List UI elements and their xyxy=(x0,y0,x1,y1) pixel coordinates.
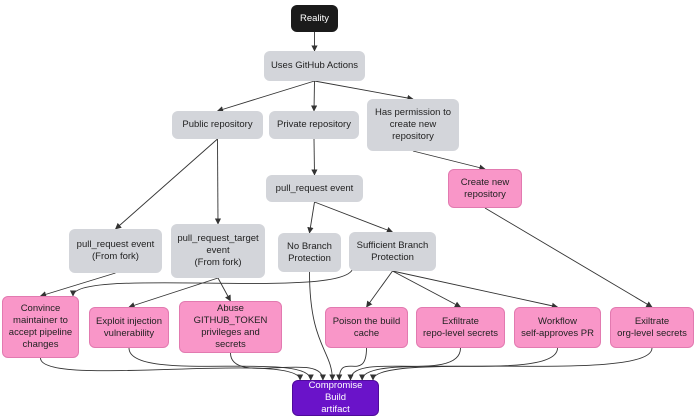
edge-sufficient_branch_protection-to-poison_cache xyxy=(366,270,393,308)
node-workflow-self-approves-pr: Workflow self-approves PR xyxy=(514,307,601,348)
edge-pr_target_event-to-abuse_token xyxy=(217,277,231,302)
node-pull-request-target-event: pull_request_target event (From fork) xyxy=(171,224,265,278)
node-exfiltrate-repo-secrets: Exfiltrate repo-level secrets xyxy=(416,307,505,348)
node-abuse-github-token: Abuse GITHUB_TOKEN privileges and secret… xyxy=(179,301,282,353)
node-no-branch-protection: No Branch Protection xyxy=(278,233,341,272)
edge-convince_maintainer-to-compromise_artifact xyxy=(40,357,304,381)
edge-sufficient_branch_protection-to-exfil_repo_secrets xyxy=(392,270,462,308)
node-pull-request-event: pull_request event xyxy=(266,175,363,202)
edge-pr_event-to-no_branch_protection xyxy=(307,201,315,234)
node-exfiltrate-org-secrets: Exiltrate org-level secrets xyxy=(610,307,694,348)
edge-pr_event-to-sufficient_branch_protection xyxy=(314,201,394,233)
node-compromise-build-artifact: Compromise Build artifact xyxy=(292,380,379,416)
edge-sufficient_branch_protection-to-workflow_self_approves xyxy=(392,270,559,309)
node-reality: Reality xyxy=(291,5,338,32)
edge-public_repo-to-pr_target_event xyxy=(214,138,222,225)
node-public-repository: Public repository xyxy=(172,111,263,139)
edge-uses_actions-to-private_repo xyxy=(310,80,318,112)
edge-sufficient_branch_protection-to-convince_maintainer xyxy=(69,266,354,297)
edge-has_permission-to-create_repo xyxy=(412,150,486,171)
edge-public_repo-to-pr_event_fork xyxy=(115,138,218,230)
edge-private_repo-to-pr_event xyxy=(311,138,318,176)
edge-poison_cache-to-compromise_artifact xyxy=(336,347,367,381)
node-poison-build-cache: Poison the build cache xyxy=(325,307,408,348)
edge-exfil_org_secrets-to-compromise_artifact xyxy=(369,347,653,381)
node-sufficient-branch-protection: Sufficient Branch Protection xyxy=(349,232,436,271)
node-private-repository: Private repository xyxy=(269,111,359,139)
node-pull-request-event-from-fork: pull_request event (From fork) xyxy=(69,229,162,273)
edge-abuse_token-to-compromise_artifact xyxy=(230,352,327,381)
edge-create_repo-to-exfil_org_secrets xyxy=(484,207,653,308)
node-has-permission-create-repo: Has permission to create new repository xyxy=(367,99,459,151)
edge-no_branch_protection-to-compromise_artifact xyxy=(309,271,336,381)
edge-uses_actions-to-public_repo xyxy=(216,80,315,113)
node-convince-maintainer: Convince maintainer to accept pipeline c… xyxy=(2,296,79,358)
node-create-new-repository: Create new repository xyxy=(448,169,522,208)
node-uses-github-actions: Uses GitHub Actions xyxy=(264,51,365,81)
edge-exfil_repo_secrets-to-compromise_artifact xyxy=(347,347,461,381)
edge-pr_event_fork-to-convince_maintainer xyxy=(39,272,116,298)
edge-exploit_injection-to-compromise_artifact xyxy=(128,347,314,381)
edge-uses_actions-to-has_permission xyxy=(314,80,414,102)
node-exploit-injection-vulnerability: Exploit injection vulnerability xyxy=(89,307,169,348)
